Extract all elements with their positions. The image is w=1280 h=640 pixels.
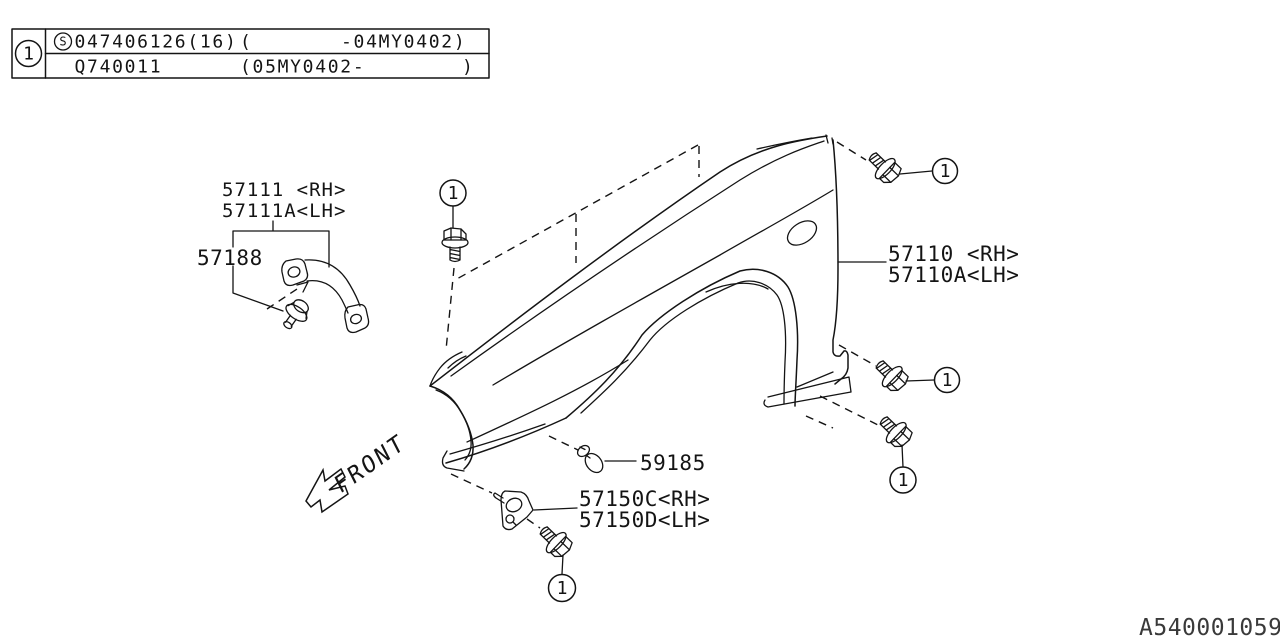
bolt-lower-right xyxy=(872,409,917,453)
rivet-flange xyxy=(584,452,604,474)
row1-applicability: -04MY0402) xyxy=(341,32,466,53)
clip-dashed-arrow-line xyxy=(266,286,301,310)
leader-callout-bottom xyxy=(561,554,564,575)
row2-close-paren: ) xyxy=(462,57,475,78)
fender-tip-hem xyxy=(429,351,467,387)
fender-bottom-hem xyxy=(449,423,546,455)
row2-part-no: Q740011 xyxy=(75,57,163,78)
part-labels: 57111 <RH> 57111A<LH> 57188 57110 <RH> 5… xyxy=(197,179,1019,532)
row1-open-paren: ( xyxy=(240,32,253,53)
hidden-lines xyxy=(266,141,879,529)
bolt-bottom-dashed-leader xyxy=(526,518,541,529)
leader-57150 xyxy=(533,507,578,511)
row1-part-no: 047406126(16) xyxy=(75,32,238,53)
wheel-arch-flange xyxy=(705,282,769,293)
bracket-hole-small xyxy=(505,514,515,524)
label-57111-rh: 57111 <RH> xyxy=(222,179,346,201)
rivet-59185 xyxy=(576,444,604,474)
fender-front-foot xyxy=(441,450,465,472)
s-mark-circle-icon xyxy=(53,32,73,51)
callout-circle-top xyxy=(439,179,467,207)
bracket-dashed-leader xyxy=(450,473,493,494)
bolt-top-right xyxy=(861,145,906,189)
row2-applicability: (05MY0402- xyxy=(240,57,365,78)
callout-top: 1 xyxy=(448,183,459,204)
label-57150-rh: 57150C<RH> xyxy=(579,487,710,511)
stay-right-end xyxy=(344,303,370,334)
fender-oval-hole xyxy=(786,220,818,246)
fender-top-hem xyxy=(756,137,813,150)
bolt-top-dashed-leader xyxy=(445,267,455,351)
s-mark: S xyxy=(59,35,66,49)
callout-circle-bottom xyxy=(547,573,577,603)
leader-callout-mid-right xyxy=(905,379,935,382)
ref-table: 1 S 047406126(16) ( -04MY0402) Q740011 (… xyxy=(11,28,490,79)
leader-callout-lower-right xyxy=(901,444,904,468)
stay-left-end xyxy=(281,258,309,287)
bolt-bottom xyxy=(532,519,577,563)
callout-circle-top-right xyxy=(931,157,959,185)
callouts: 1 1 1 1 1 xyxy=(439,157,961,603)
rivet-neck xyxy=(579,446,591,459)
hood-dashed-line xyxy=(454,144,699,281)
bolt-midright-dashed-leader xyxy=(838,344,877,367)
bolt-topright-dashed-leader xyxy=(836,141,867,161)
stay-57111 xyxy=(281,258,370,334)
leader-callout-top-right xyxy=(899,170,933,175)
fender-rear-foot xyxy=(763,376,852,408)
front-label: FRONT xyxy=(331,429,410,499)
fender-inner-top-line xyxy=(450,140,825,377)
stay-right-hole xyxy=(349,313,363,325)
drawing-code: A540001059 xyxy=(1139,615,1280,640)
bolt-lowerright-dashed-leader xyxy=(819,395,879,426)
leader-57111 xyxy=(232,220,330,312)
rivet-cap xyxy=(576,444,591,458)
stay-strap-outer xyxy=(304,259,361,307)
label-57188: 57188 xyxy=(197,246,263,270)
bracket-hole-large xyxy=(505,497,523,513)
ref-number-circle xyxy=(14,39,43,68)
callout-circle-mid-right xyxy=(933,366,961,394)
fender-crease-line xyxy=(492,189,834,386)
rivet-dashed-leader xyxy=(548,435,579,451)
bolt-top xyxy=(441,227,469,263)
bracket-hole-tail xyxy=(512,521,517,526)
front-arrow-icon xyxy=(305,467,349,514)
label-59185: 59185 xyxy=(640,451,706,475)
fender-panel xyxy=(429,134,852,472)
callout-circle-lower-right xyxy=(889,466,917,494)
fender-rear-step xyxy=(796,371,834,388)
callout-lower-right: 1 xyxy=(898,470,909,491)
fender-top-edge xyxy=(429,135,828,387)
fender-front-edge-inner xyxy=(435,389,472,461)
stay-left-hole xyxy=(287,266,301,278)
front-indicator: FRONT xyxy=(305,429,410,514)
label-57110-lh: 57110A<LH> xyxy=(888,263,1019,287)
bolt-mid-right xyxy=(868,353,913,397)
bracket-stud xyxy=(493,492,505,504)
clip-arrowhead-icon xyxy=(296,281,309,293)
callout-mid-right: 1 xyxy=(942,370,953,391)
fender-lower-crease xyxy=(466,359,629,443)
label-57150-lh: 57150D<LH> xyxy=(579,508,710,532)
callout-bottom: 1 xyxy=(557,578,568,599)
fender-bottom-edge xyxy=(445,417,567,464)
callout-top-right: 1 xyxy=(940,161,951,182)
bracket-57150 xyxy=(493,490,534,531)
clip-57188 xyxy=(283,299,309,330)
bracket-plate xyxy=(500,490,534,531)
label-57110-rh: 57110 <RH> xyxy=(888,242,1019,266)
stay-strap-inner xyxy=(306,279,349,314)
fender-rear-edge xyxy=(832,139,849,385)
label-57111-lh: 57111A<LH> xyxy=(222,200,346,222)
ref-number: 1 xyxy=(23,44,34,65)
wheel-arch-outer xyxy=(565,268,799,419)
sill-dashed-line xyxy=(805,415,834,429)
wheel-arch-inner xyxy=(580,280,787,414)
